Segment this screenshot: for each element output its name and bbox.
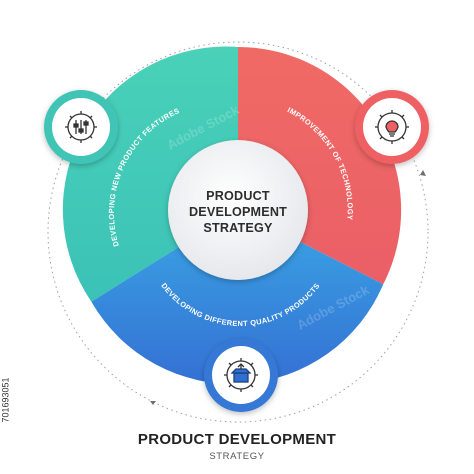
ring-arrow-right	[420, 170, 426, 176]
gear-sliders-icon	[65, 111, 97, 143]
stock-id: 701693051	[1, 377, 11, 423]
center-title-line3: STRATEGY	[203, 221, 273, 235]
blue-icon-badge	[204, 338, 278, 412]
outer-dotted-ring	[47, 41, 429, 423]
gear-lightbulb-icon	[375, 110, 409, 144]
center-title-line2: DEVELOPMENT	[189, 205, 287, 219]
footer-subtitle: STRATEGY	[209, 451, 265, 462]
center-title-line1: PRODUCT	[206, 189, 270, 203]
red-icon-badge	[355, 90, 429, 164]
gear-box-icon	[224, 358, 258, 392]
teal-icon-badge	[44, 90, 118, 164]
center-circle	[168, 140, 308, 280]
ring-arrow-bottom	[150, 401, 156, 405]
footer-title: PRODUCT DEVELOPMENT	[137, 431, 337, 448]
segment-developing-different-quality-products	[91, 210, 384, 384]
